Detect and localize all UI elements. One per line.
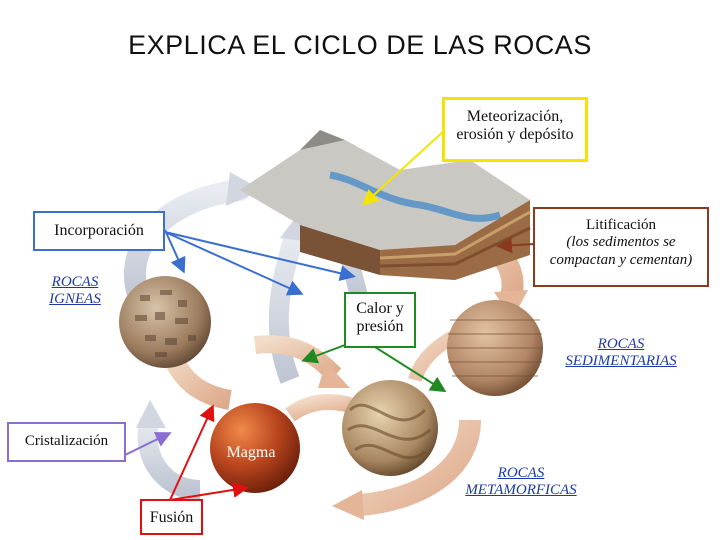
heat-pressure-line2: presión (346, 318, 414, 336)
sedimentary-label-line1: ROCAS (548, 336, 694, 353)
metamorphic-label-line2: METAMORFICAS (447, 482, 595, 499)
magma-label: Magma (216, 444, 286, 462)
lithification-title: Litificación (535, 217, 707, 234)
weathering-box: Meteorización, erosión y depósito (442, 97, 588, 162)
igneous-label-line1: ROCAS (34, 274, 116, 291)
metamorphic-label: ROCAS METAMORFICAS (447, 465, 595, 500)
lithification-box: Litificación (los sedimentos se compacta… (533, 207, 709, 287)
lithification-line2: (los sedimentos se (535, 234, 707, 251)
incorporation-text: Incorporación (35, 222, 163, 240)
sedimentary-label: ROCAS SEDIMENTARIAS (548, 336, 694, 371)
igneous-label: ROCAS IGNEAS (34, 274, 116, 309)
igneous-label-line2: IGNEAS (34, 291, 116, 308)
crystallization-text: Cristalización (9, 433, 124, 450)
crystallization-box: Cristalización (7, 422, 126, 462)
incorporation-box: Incorporación (33, 211, 165, 251)
fusion-text: Fusión (142, 509, 201, 527)
heat-pressure-line1: Calor y (346, 300, 414, 318)
lithification-line3: compactan y cementan) (535, 252, 707, 269)
fusion-box: Fusión (140, 499, 203, 535)
metamorphic-label-line1: ROCAS (447, 465, 595, 482)
sedimentary-label-line2: SEDIMENTARIAS (548, 353, 694, 370)
weathering-line1: Meteorización, (445, 108, 585, 126)
heat-pressure-box: Calor y presión (344, 292, 416, 348)
weathering-line2: erosión y depósito (445, 126, 585, 144)
metamorphic-rock-sphere (342, 380, 438, 476)
